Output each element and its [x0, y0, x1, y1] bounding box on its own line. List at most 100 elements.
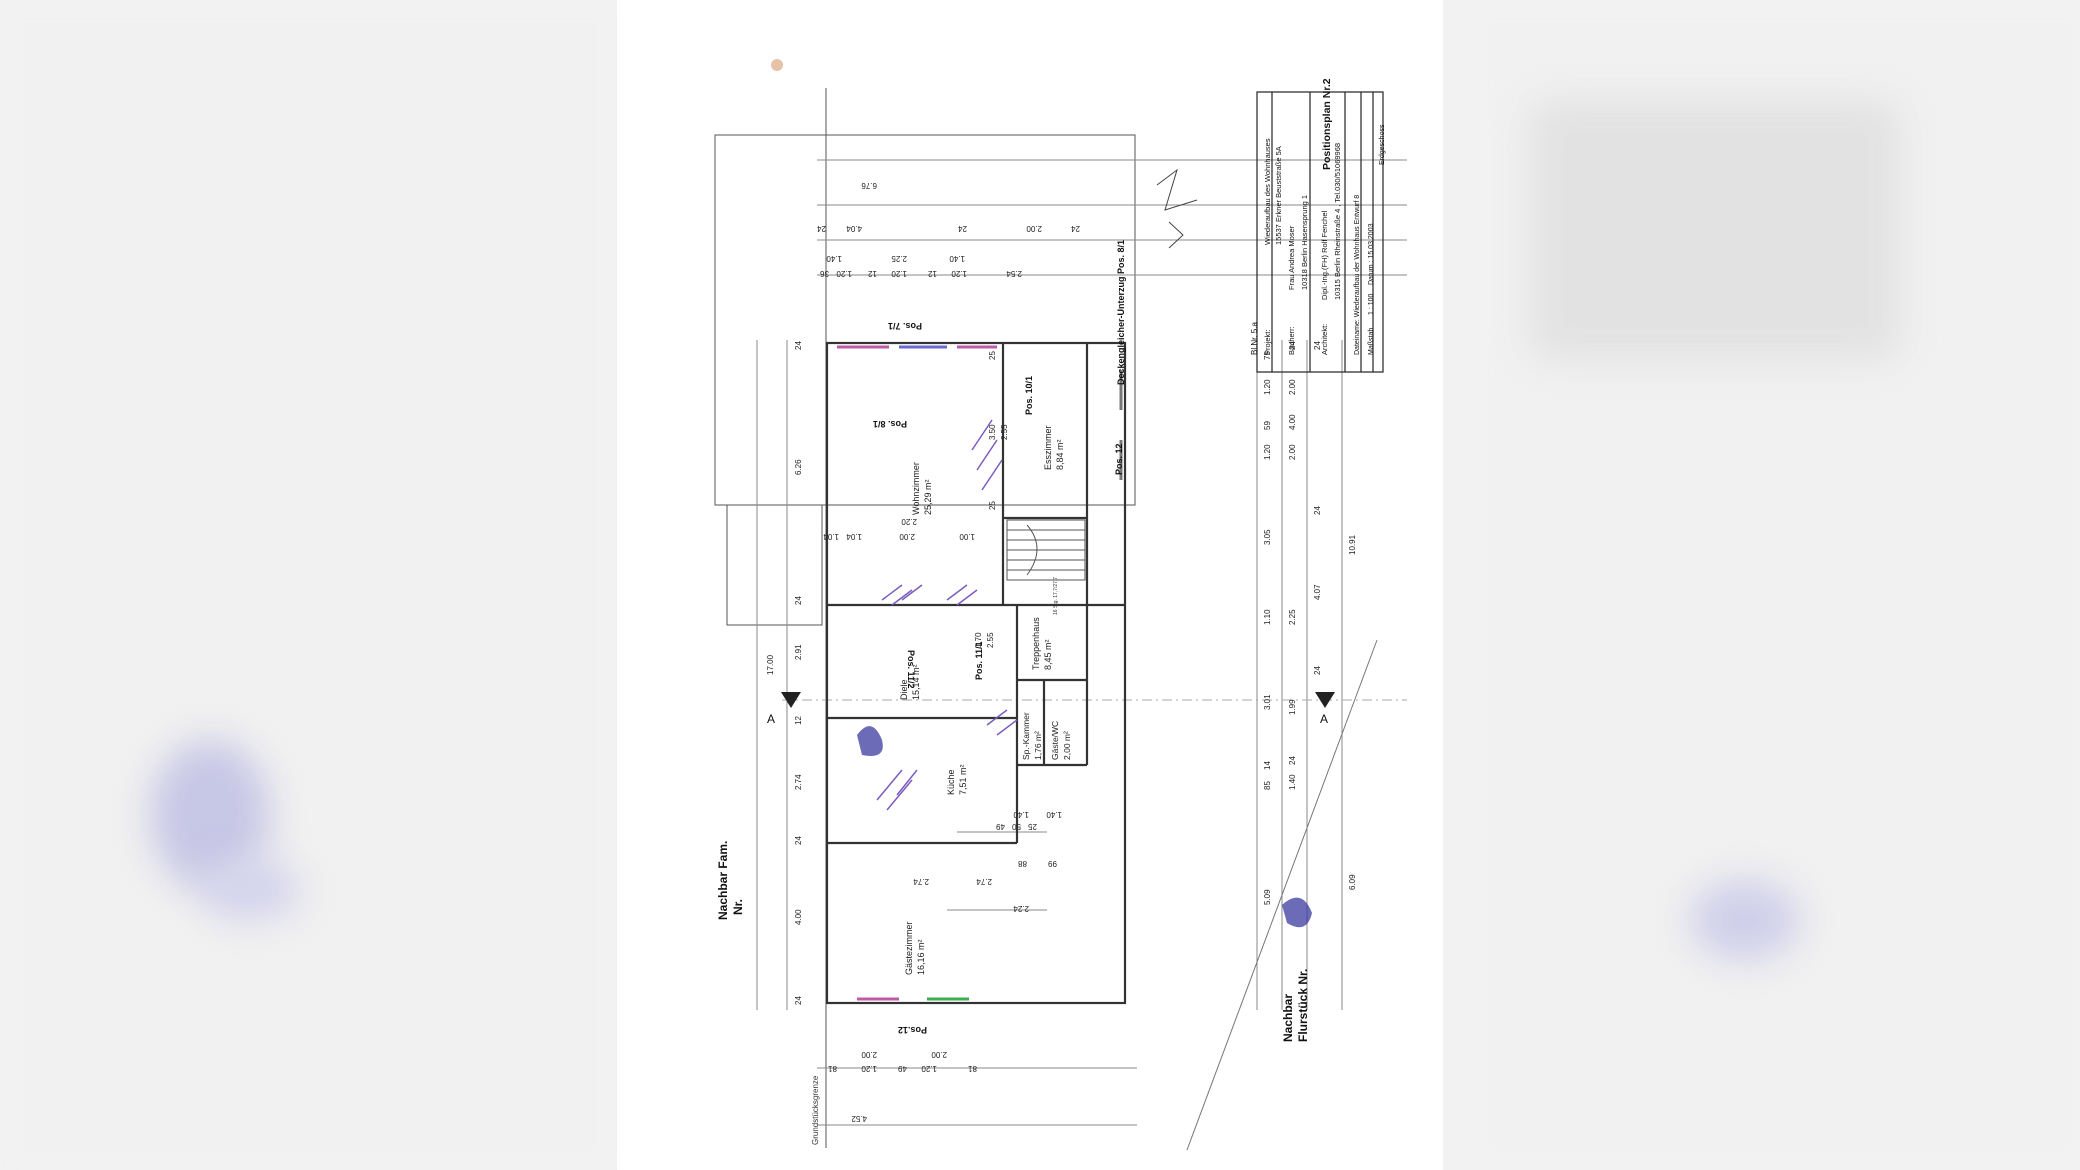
dim-1-20: 1.20 [891, 269, 907, 278]
room-esszimmer-name: Esszimmer [1043, 425, 1053, 471]
room-gaestewc-area: 2,00 m² [1062, 731, 1072, 760]
section-marker-left [781, 692, 801, 708]
north-arrow [1156, 168, 1198, 249]
dim-1-40: 1.40 [1046, 810, 1062, 819]
plan-title: Positionsplan Nr.2 [1321, 78, 1333, 170]
dim-1-99: 1.99 [1288, 699, 1297, 715]
dim-24: 24 [1071, 224, 1080, 233]
dim-25: 25 [988, 501, 997, 510]
dim-2-00: 2.00 [899, 532, 915, 541]
paper-stain [771, 59, 783, 71]
room-kueche-area: 7,51 m² [958, 764, 968, 795]
dim-1-40: 1.40 [1013, 810, 1029, 819]
dim-81: 81 [968, 1064, 977, 1073]
dim-2-74: 2.74 [976, 877, 992, 886]
dim-2-25: 2.25 [1288, 609, 1297, 625]
outbuilding-outline [714, 134, 1136, 506]
room-kueche-name: Küche [946, 769, 956, 795]
dim-1-20: 1.20 [861, 1064, 877, 1073]
pos-10-1: Pos. 10/1 [1024, 375, 1034, 415]
dim-17-00: 17.00 [766, 654, 775, 675]
dim-2-20: 2.20 [901, 517, 917, 526]
section-marker-right [1315, 692, 1335, 708]
dim-1-10: 1.10 [1263, 609, 1272, 625]
dim-99: 99 [1048, 859, 1057, 868]
tb-bauherr-2: 10318 Berlin Hasensprung 1 [1300, 194, 1309, 290]
dim-1-40: 1.40 [949, 254, 965, 263]
dim-24: 24 [958, 224, 967, 233]
dim-88: 88 [1018, 859, 1027, 868]
dim-49: 49 [898, 1064, 907, 1073]
tb-scale: 1 : 100 [1368, 293, 1375, 315]
dim-4-04: 4.04 [846, 224, 862, 233]
section-label-left: A [767, 712, 776, 726]
dim-4-07: 4.07 [1313, 584, 1322, 600]
dim-1-20: 1.20 [1263, 379, 1272, 395]
pos-7-1: Pos. 7/1 [887, 321, 922, 331]
dim-5-09: 5.09 [1263, 889, 1272, 905]
dim-49: 49 [996, 822, 1005, 831]
dim-14: 14 [1263, 761, 1272, 770]
tb-massstab: Maßstab [1368, 327, 1375, 355]
neighbour-left-line2: Nr. [731, 898, 745, 915]
deckengleich-label: Deckengleicher-Unterzug Pos. 8/1 [1116, 239, 1126, 385]
dim-1-70: 1.70 [974, 632, 983, 648]
building-outer-wall [825, 341, 1127, 1005]
tb-bl-nr: Bl.Nr. 5.a [1250, 322, 1259, 355]
dim-2-54: 2.54 [1006, 269, 1022, 278]
dim-24: 24 [817, 224, 826, 233]
room-treppenhaus-area: 8,45 m² [1043, 639, 1053, 670]
room-gaestezimmer-name: Gästezimmer [904, 921, 914, 975]
dim-2-00: 2.00 [931, 1050, 947, 1059]
dim-3-50: 3.50 [988, 424, 997, 440]
dim-2-55: 2.55 [986, 632, 995, 648]
pos-12-a: Pos. 12 [1114, 443, 1124, 475]
property-boundary-label: Grundstücksgrenze [811, 1075, 820, 1145]
neighbour-left-line1: Nachbar Fam. [716, 840, 730, 920]
blurred-stamp-left-2 [200, 860, 300, 920]
room-esszimmer-area: 8,84 m² [1055, 439, 1065, 470]
dim-2-00: 2.00 [1288, 379, 1297, 395]
dim-85: 85 [1263, 781, 1272, 790]
room-treppenhaus-name: Treppenhaus [1031, 617, 1041, 670]
tb-projekt-1: Wiederaufbau des Wohnhauses [1263, 138, 1272, 245]
dim-6-09: 6.09 [1348, 874, 1357, 890]
pos-11-2: Pos. 11/2 [906, 650, 916, 689]
dim-4-00: 4.00 [1288, 414, 1297, 430]
dim-1-04: 1.04 [846, 532, 862, 541]
dim-2-55: 2.55 [1000, 424, 1009, 440]
dim-2-91: 2.91 [794, 644, 803, 660]
dim-1-40: 1.40 [826, 254, 842, 263]
dim-59: 59 [1263, 421, 1272, 430]
dim-1-00: 1.00 [959, 532, 975, 541]
tb-datum: Datum : 15.03.2003 [1368, 223, 1375, 286]
dim-24: 24 [794, 341, 803, 350]
dim-12: 12 [928, 269, 937, 278]
room-gaestewc-name: Gäste/WC [1050, 720, 1060, 760]
dim-3-01: 3.01 [1263, 694, 1272, 710]
neighbour-right-line1: Nachbar [1281, 993, 1295, 1042]
pos-8-1: Pos. 8/1 [872, 419, 907, 429]
dim-24: 24 [1313, 341, 1322, 350]
room-wohnzimmer-area: 25,29 m² [923, 479, 933, 515]
staircase [1006, 519, 1086, 581]
ink-scribble [1282, 897, 1312, 928]
blurred-stamp-right [1690, 880, 1800, 960]
dim-1-20: 1.20 [1263, 444, 1272, 460]
tb-dateiname: Dateiname: Wiederaufbau der Wohnhaus Ent… [1354, 194, 1361, 355]
dim-2-74: 2.74 [794, 774, 803, 790]
dim-1-40: 1.40 [1288, 774, 1297, 790]
property-boundary-line [1186, 639, 1378, 1151]
dim-24: 24 [1313, 666, 1322, 675]
dim-6-26: 6.26 [794, 459, 803, 475]
dim-12: 12 [868, 269, 877, 278]
dim-4-52: 4.52 [851, 1114, 867, 1123]
dim-2-24: 2.24 [1013, 904, 1029, 913]
dim-1-20: 1.20 [836, 269, 852, 278]
lintel-hatches [876, 419, 1018, 811]
room-gaestezimmer-area: 16,16 m² [916, 939, 926, 975]
pos-12-b: Pos.12 [897, 1025, 927, 1035]
dim-50: 50 [1012, 822, 1021, 831]
dim-1-04: 1.04 [823, 532, 839, 541]
